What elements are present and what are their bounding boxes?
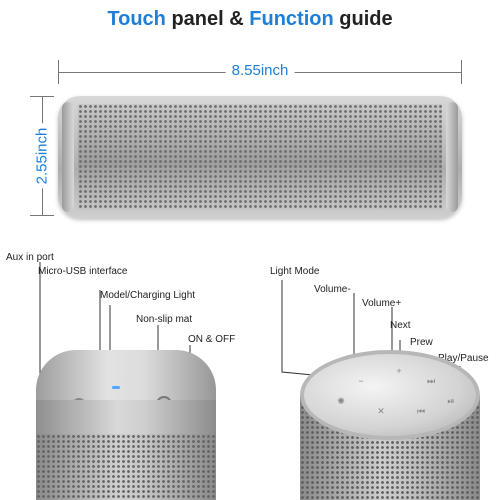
title-part-panel: panel &: [171, 8, 244, 30]
callout-onoff: ON & OFF: [188, 334, 236, 345]
speaker-bottom-grille: [36, 434, 216, 500]
title-part-guide: guide: [339, 8, 393, 30]
volume-up-icon[interactable]: +: [396, 366, 402, 376]
title-part-touch: Touch: [107, 8, 166, 30]
speaker-endcap-right: [446, 102, 458, 212]
callout-volume-down: Volume-: [314, 284, 351, 295]
speaker-bottom-view: [36, 350, 216, 500]
callout-light-mode: Light Mode: [270, 266, 320, 277]
previous-icon[interactable]: ⏮: [416, 406, 426, 416]
callout-usb: Micro-USB interface: [38, 266, 128, 277]
touch-panel: ✺ − + ⏭ ⏮ ⏯ ✕: [300, 350, 480, 440]
callout-play-pause: Play/Pause: [438, 353, 489, 364]
charging-light: [112, 386, 120, 389]
speaker-side-view: [58, 96, 462, 218]
center-icon: ✕: [377, 406, 385, 416]
height-dimension: 2.55inch: [30, 96, 54, 216]
length-dimension: 8.55inch: [58, 60, 462, 84]
volume-down-icon[interactable]: −: [358, 376, 364, 386]
length-dimension-cap-right: [461, 60, 462, 84]
length-dimension-cap-left: [58, 60, 59, 84]
height-dimension-cap-top: [30, 96, 54, 97]
callout-mat: Non-slip mat: [136, 314, 193, 325]
speaker-grille: [78, 104, 442, 210]
callout-aux: Aux in port: [6, 252, 54, 263]
height-dimension-cap-bottom: [30, 215, 54, 216]
callout-prew: Prew: [410, 337, 433, 348]
page-title: Touch panel & Function guide: [0, 8, 500, 31]
speaker-endcap-left: [62, 102, 74, 212]
callout-light: Model/Charging Light: [100, 290, 196, 301]
callout-volume-up: Volume+: [362, 298, 402, 309]
play-pause-icon[interactable]: ⏯: [447, 396, 455, 406]
next-icon[interactable]: ⏭: [426, 376, 436, 386]
speaker-bottom-band: [36, 400, 216, 434]
title-part-function: Function: [249, 8, 334, 30]
length-label: 8.55inch: [225, 62, 295, 79]
speaker-top-panel-view: ✺ − + ⏭ ⏮ ⏯ ✕: [300, 350, 480, 500]
callout-next: Next: [390, 320, 411, 331]
height-label: 2.55inch: [33, 123, 51, 189]
lightbulb-icon[interactable]: ✺: [337, 396, 345, 406]
